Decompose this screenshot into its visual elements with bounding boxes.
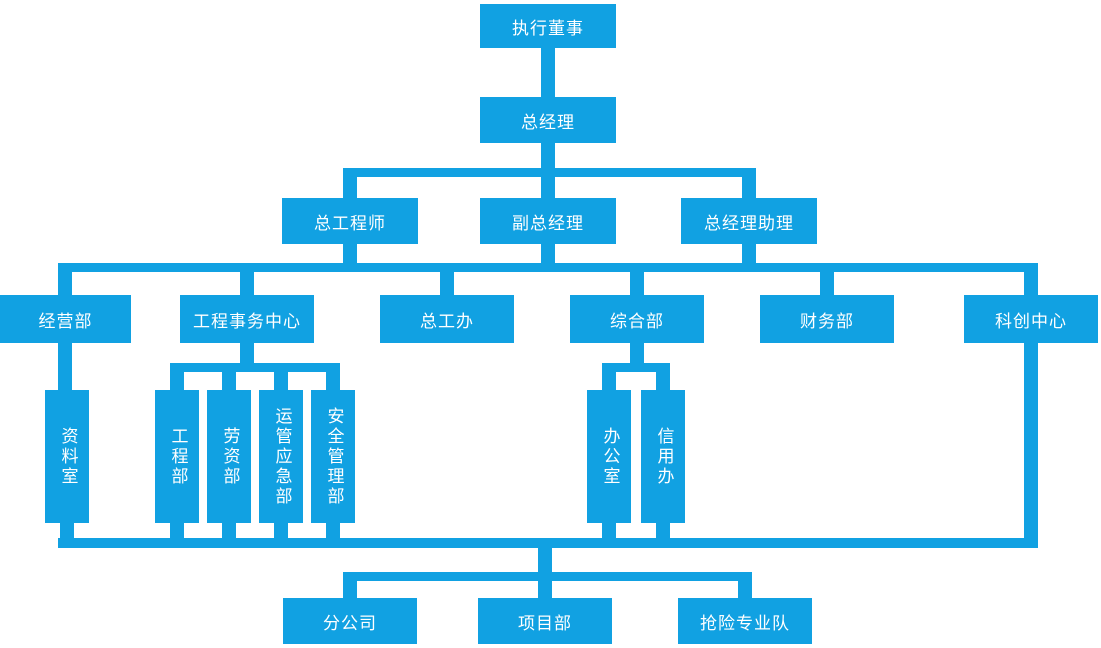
connector-eng-center-bus: [170, 363, 340, 372]
node-office: 办公室: [587, 390, 631, 523]
node-sci-tech-innovation-center: 科创中心: [964, 295, 1098, 343]
connector-drop-safety-management: [326, 363, 340, 390]
connector-bottom-bus: [58, 538, 1038, 548]
node-safety-management-dept: 安全管理部: [311, 390, 355, 523]
node-emergency-rescue-team: 抢险专业队: [678, 598, 812, 644]
connector-drop-credit-office: [656, 363, 670, 390]
node-chief-engineer-office: 总工办: [380, 295, 514, 343]
connector-drop-chief-engineer-office: [440, 263, 454, 295]
node-deputy-general-manager: 副总经理: [480, 198, 616, 244]
node-engineering-affairs-center: 工程事务中心: [180, 295, 314, 343]
connector-drop-general-affairs: [630, 263, 644, 295]
node-operations-emergency-dept: 运管应急部: [259, 390, 303, 523]
node-general-manager: 总经理: [480, 97, 616, 143]
node-archives-room: 资料室: [45, 390, 89, 523]
connector-level4-bus: [58, 263, 1038, 272]
connector-drop-engineering-dept: [170, 363, 184, 390]
connector-drop-deputy-gm: [541, 177, 555, 198]
connector-sci-tech-to-bottom-bus: [1024, 343, 1038, 548]
node-labor-wages-dept: 劳资部: [207, 390, 251, 523]
connector-drop-eng-affairs-center: [240, 263, 254, 295]
connector-level6-bus: [343, 572, 752, 581]
connector-general-affairs-bus: [602, 363, 670, 372]
connector-drop-gm-assistant: [742, 168, 756, 198]
connector-drop-labor-wages: [222, 363, 236, 390]
connector-drop-chief-engineer: [343, 168, 357, 198]
connector-business-to-archives: [58, 343, 72, 390]
node-branch-company: 分公司: [283, 598, 417, 644]
node-chief-engineer: 总工程师: [282, 198, 418, 244]
node-general-affairs-dept: 综合部: [570, 295, 704, 343]
connector-level3-bus: [343, 168, 756, 177]
node-executive-director: 执行董事: [480, 4, 616, 48]
connector-drop-branch-company: [343, 572, 357, 598]
connector-drop-business-dept: [58, 263, 72, 295]
node-credit-office: 信用办: [641, 390, 685, 523]
node-finance-dept: 财务部: [760, 295, 894, 343]
connector-exec-to-gm: [541, 48, 555, 97]
connector-drop-finance: [820, 263, 834, 295]
connector-gm-down: [541, 143, 555, 168]
connector-drop-emergency-rescue-team: [738, 572, 752, 598]
node-engineering-dept: 工程部: [155, 390, 199, 523]
node-project-dept: 项目部: [478, 598, 612, 644]
connector-drop-operations-emergency: [274, 363, 288, 390]
connector-drop-sci-tech: [1024, 263, 1038, 295]
node-business-dept: 经营部: [0, 295, 131, 343]
connector-drop-office: [602, 363, 616, 390]
node-gm-assistant: 总经理助理: [681, 198, 817, 244]
